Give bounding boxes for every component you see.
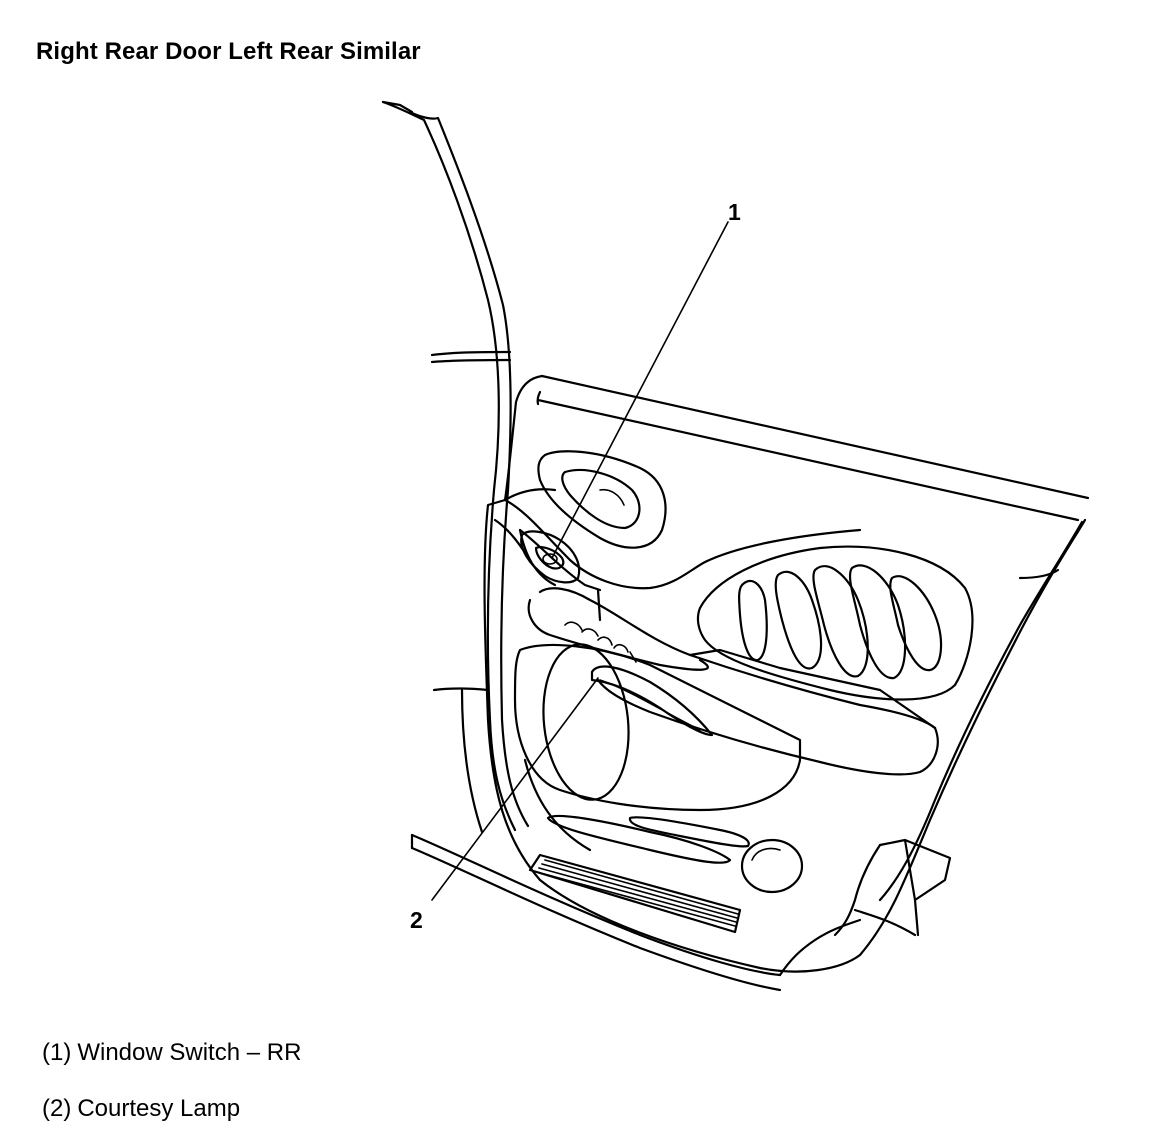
legend-number: (2) xyxy=(42,1095,72,1122)
legend-label: Courtesy Lamp xyxy=(77,1095,241,1122)
callout-1-number: 1 xyxy=(728,199,741,225)
upper-speaker-grille xyxy=(696,545,974,701)
window-switch xyxy=(520,530,581,584)
sill-panel xyxy=(410,833,952,992)
page-title: Right Rear Door Left Rear Similar xyxy=(36,38,421,65)
leader-line-1 xyxy=(551,221,729,559)
inside-handle-bezel xyxy=(537,450,667,549)
legend-number: (1) xyxy=(42,1039,72,1066)
legend-list: (1)Window Switch – RR (2)Courtesy Lamp xyxy=(42,1036,301,1148)
callout-2-number: 2 xyxy=(410,907,423,933)
legend-item-window-switch: (1)Window Switch – RR xyxy=(42,1036,301,1092)
legend-label: Window Switch – RR xyxy=(77,1039,302,1066)
armrest xyxy=(503,498,939,776)
leader-line-2 xyxy=(431,677,599,901)
door-panel-diagram: 1 2 xyxy=(381,100,1090,992)
lower-pocket xyxy=(513,643,802,812)
callout-leaders xyxy=(431,221,729,901)
legend-item-courtesy-lamp: (2)Courtesy Lamp xyxy=(42,1092,301,1148)
door-trim-panel xyxy=(483,374,1090,973)
lower-vents xyxy=(528,814,804,934)
door-frame xyxy=(381,100,530,834)
